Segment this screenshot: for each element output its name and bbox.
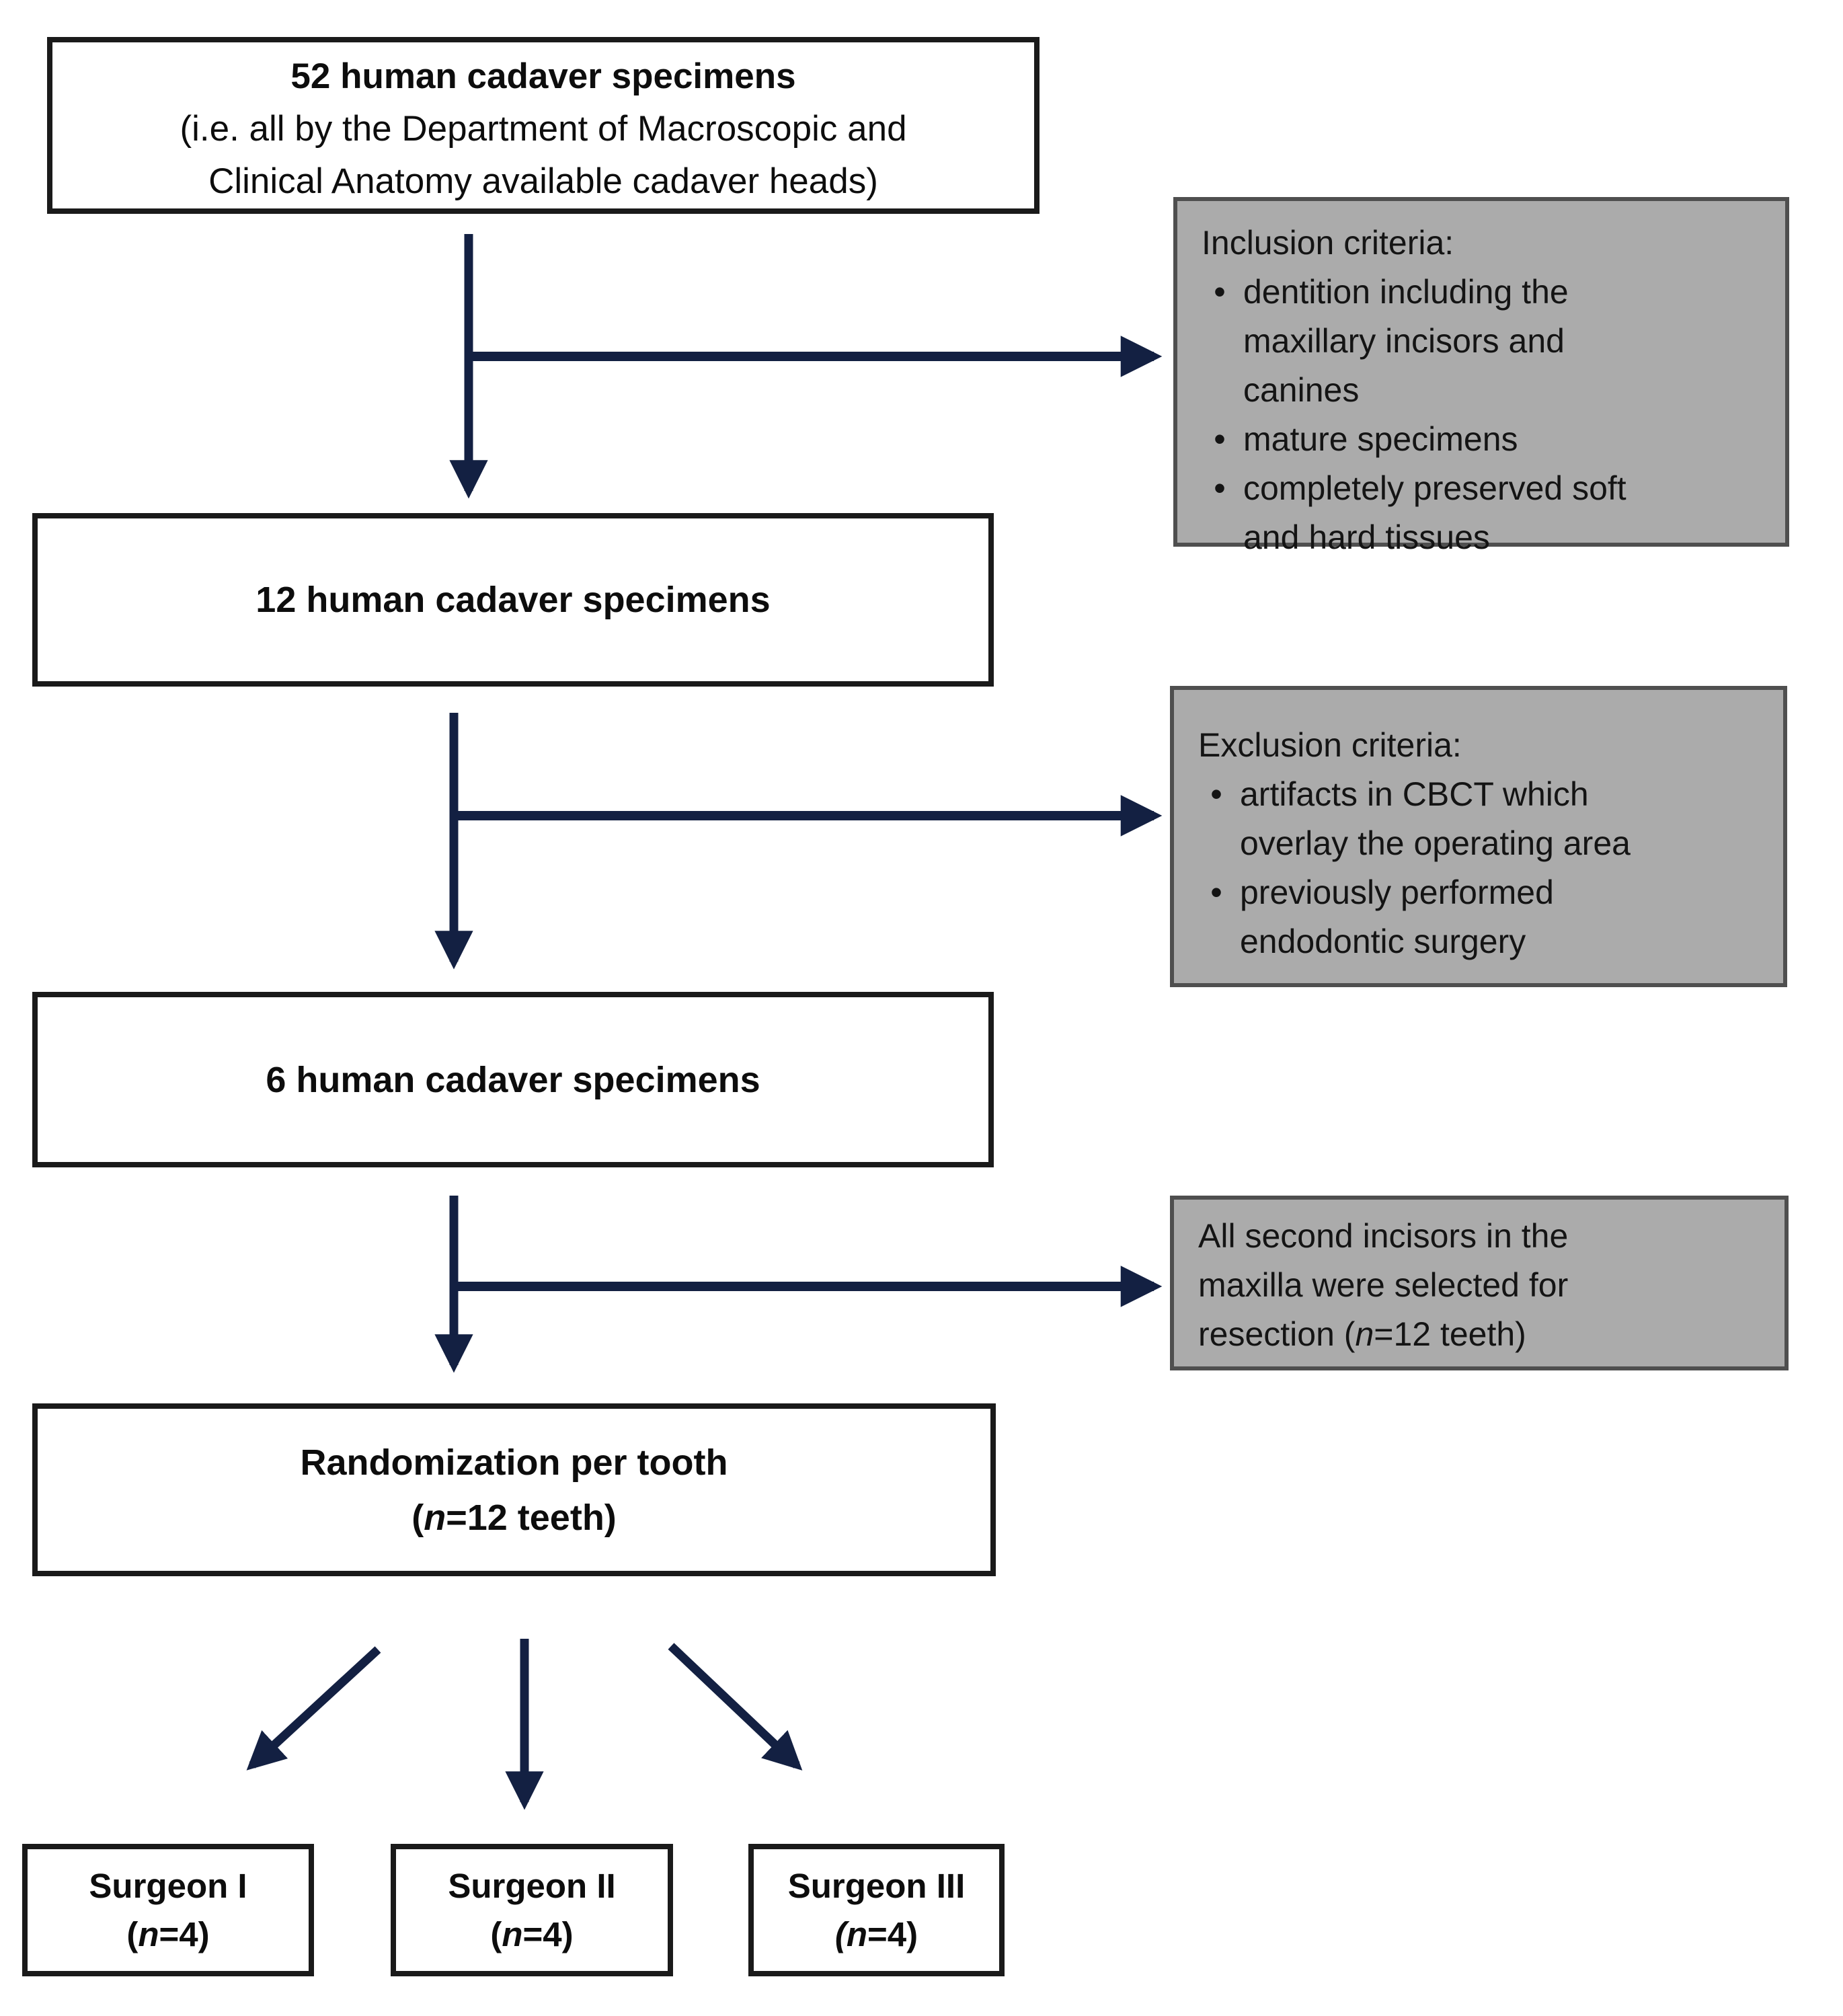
randomization-title: Randomization per tooth xyxy=(300,1442,728,1483)
flow-box-surgeon-3: Surgeon III (n=4) xyxy=(748,1844,1005,1976)
selection-line-3: resection (n=12 teeth) xyxy=(1198,1315,1526,1353)
randomization-count: (n=12 teeth) xyxy=(411,1497,617,1538)
flow-box-randomization: Randomization per tooth (n=12 teeth) xyxy=(32,1403,996,1576)
flow-box-surgeon-2: Surgeon II (n=4) xyxy=(391,1844,673,1976)
arrow-randomization-to-surgeon-3 xyxy=(668,1643,803,1771)
flow-box-12-specimens: 12 human cadaver specimens xyxy=(32,513,994,687)
flow-box-surgeon-1: Surgeon I (n=4) xyxy=(22,1844,314,1976)
arrow-randomization-to-surgeon-1 xyxy=(246,1646,381,1771)
surgeon-1-title: Surgeon I xyxy=(89,1866,247,1905)
surgeon-2-count: (n=4) xyxy=(490,1914,574,1953)
selection-note: All second incisors in the maxilla were … xyxy=(1170,1196,1789,1370)
surgeon-2-title: Surgeon II xyxy=(448,1866,616,1905)
inclusion-criteria-note: Inclusion criteria: • dentition includin… xyxy=(1173,197,1789,556)
exclusion-title: Exclusion criteria: xyxy=(1198,726,1462,764)
bullet-icon: • xyxy=(1214,273,1226,311)
inclusion-bullet-2: • mature specimens xyxy=(1177,415,1785,464)
bullet-icon: • xyxy=(1214,420,1226,458)
box-52-title: 52 human cadaver specimens xyxy=(290,56,796,96)
surgeon-1-count: (n=4) xyxy=(126,1914,210,1953)
exclusion-criteria-note: Exclusion criteria: • artifacts in CBCT … xyxy=(1170,686,1787,987)
bullet-icon: • xyxy=(1210,775,1222,813)
flow-box-52-specimens: 52 human cadaver specimens (i.e. all by … xyxy=(47,37,1040,214)
box-6-title: 6 human cadaver specimens xyxy=(266,1059,760,1100)
bullet-icon: • xyxy=(1214,469,1226,507)
box-52-line-3: Clinical Anatomy available cadaver heads… xyxy=(208,161,878,201)
box-12-title: 12 human cadaver specimens xyxy=(256,580,771,620)
flow-box-6-specimens: 6 human cadaver specimens xyxy=(32,992,994,1167)
inclusion-title: Inclusion criteria: xyxy=(1202,224,1454,262)
selection-line-2: maxilla were selected for xyxy=(1198,1266,1569,1304)
surgeon-3-count: (n=4) xyxy=(834,1914,918,1953)
bullet-icon: • xyxy=(1210,874,1222,911)
surgeon-3-title: Surgeon III xyxy=(787,1866,966,1905)
box-52-line-2: (i.e. all by the Department of Macroscop… xyxy=(180,109,907,149)
selection-line-1: All second incisors in the xyxy=(1198,1217,1569,1255)
